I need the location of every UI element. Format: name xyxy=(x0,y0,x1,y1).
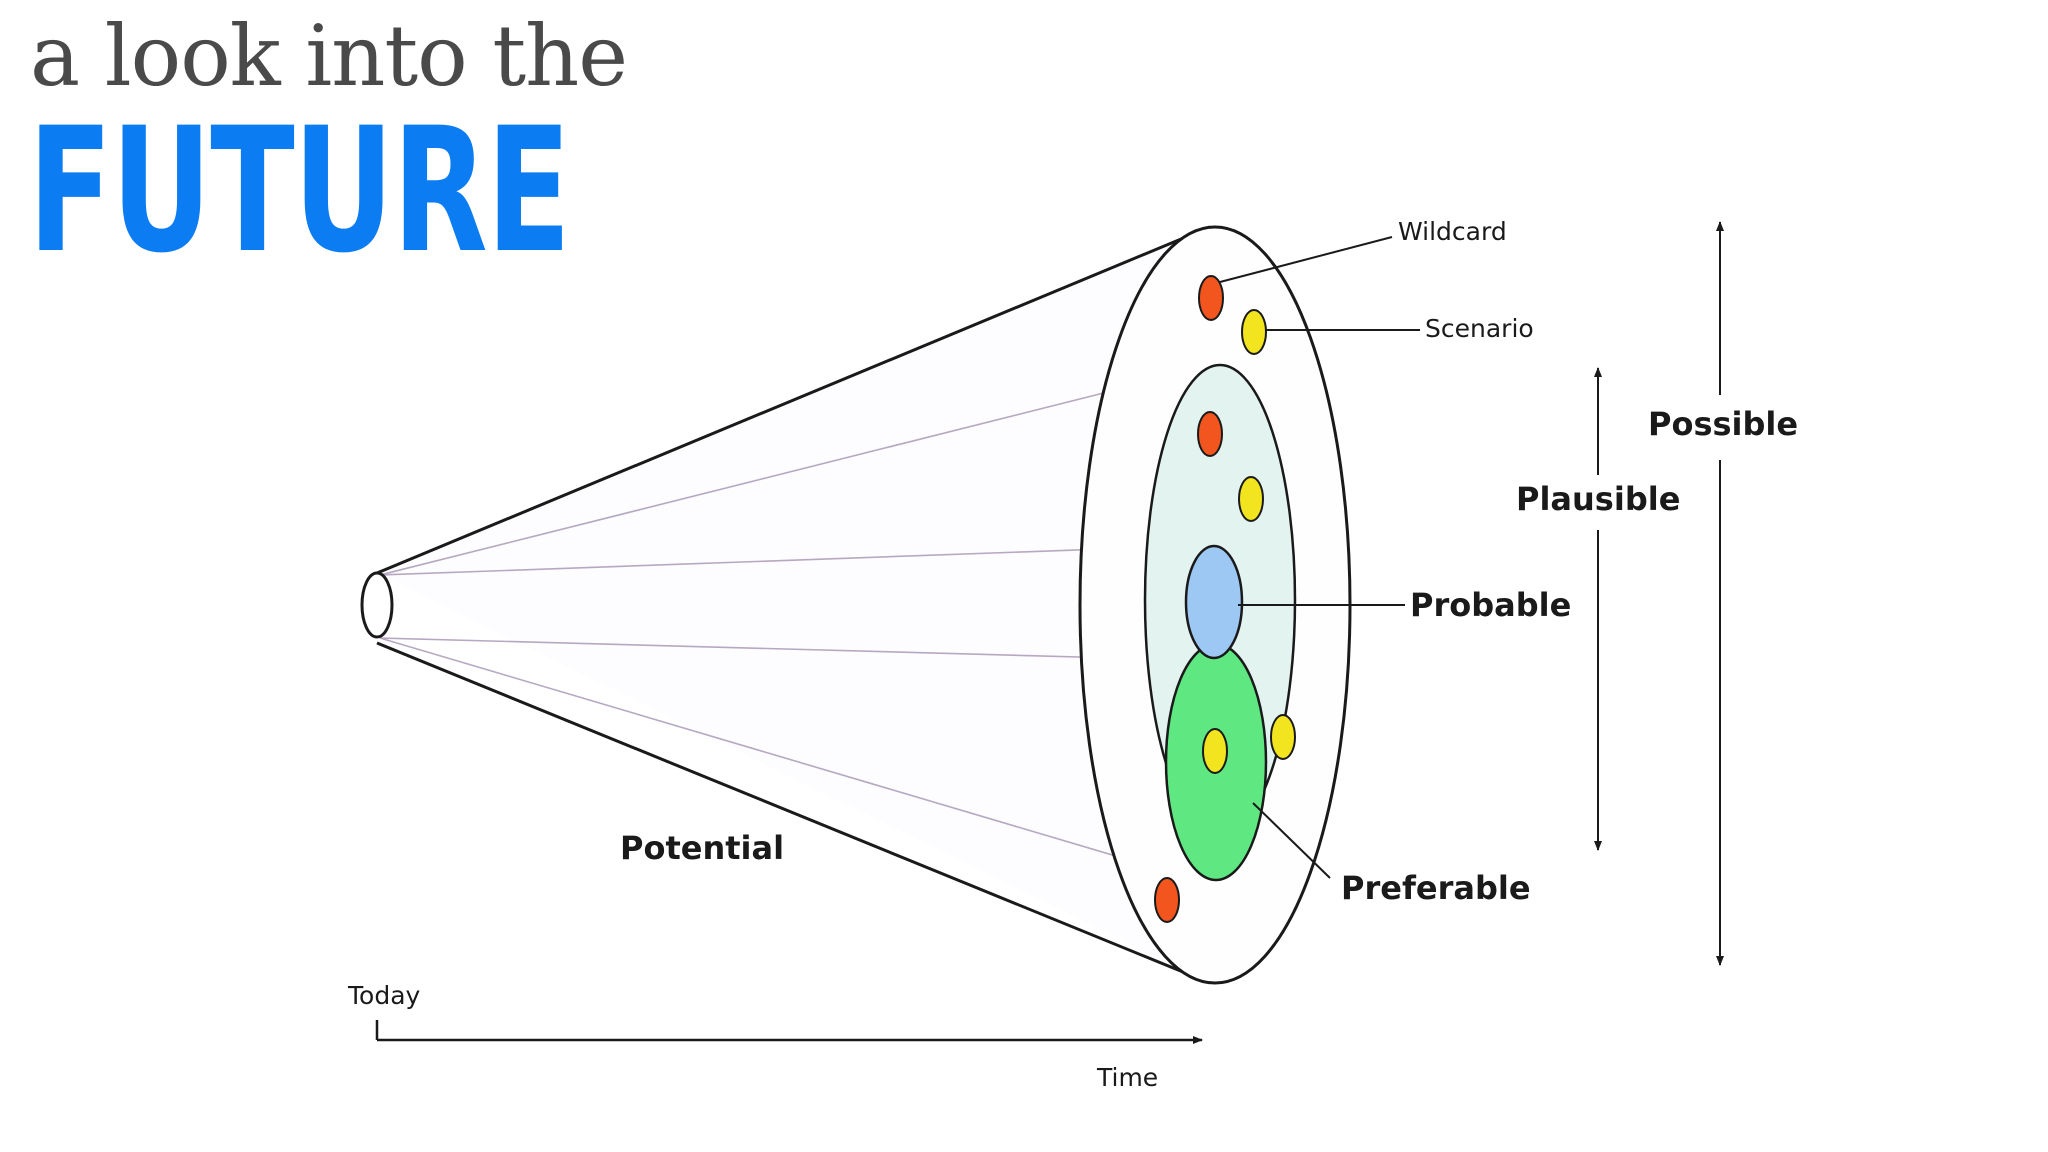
scenario-dot xyxy=(1270,714,1296,760)
potential-label: Potential xyxy=(620,829,784,867)
scenario-dot xyxy=(1238,476,1264,522)
ray-line xyxy=(379,637,1191,661)
ray-line xyxy=(379,637,1191,879)
wildcard-dot xyxy=(1154,877,1180,923)
ray-line xyxy=(379,364,1216,576)
wildcard-dot xyxy=(1197,411,1223,457)
cone-apex xyxy=(360,571,394,639)
wildcard-dot xyxy=(1198,275,1224,321)
ray-line xyxy=(379,544,1216,576)
scenario-label: Scenario xyxy=(1425,314,1534,343)
scenario-dot xyxy=(1202,728,1228,774)
cone-body xyxy=(377,227,1210,983)
possible-label: Possible xyxy=(1648,405,1798,443)
today-label: Today xyxy=(347,981,421,1010)
probable-ellipse xyxy=(1184,544,1244,660)
cone-bottom-edge xyxy=(376,641,1211,985)
scenario-dot xyxy=(1241,309,1267,355)
plausible-label: Plausible xyxy=(1516,480,1680,518)
title-line-1: a look into the xyxy=(30,7,628,105)
title-line-2: FUTURE xyxy=(28,90,571,291)
time-label: Time xyxy=(1096,1063,1158,1092)
preferable-label: Preferable xyxy=(1341,869,1531,907)
preferable-callout-line xyxy=(1252,802,1331,879)
wildcard-label: Wildcard xyxy=(1398,217,1507,246)
cone-top-edge xyxy=(376,225,1211,575)
wildcard-callout-line xyxy=(1219,236,1393,283)
probable-label: Probable xyxy=(1410,586,1571,624)
